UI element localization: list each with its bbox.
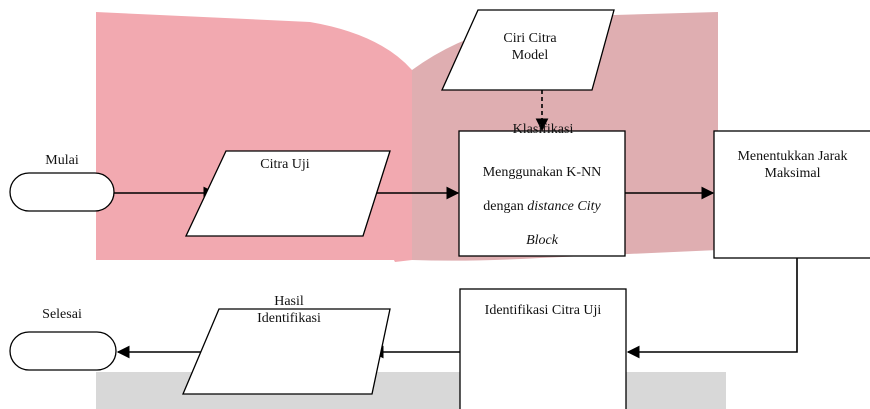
identifikasi-citra-uji-label: Identifikasi Citra Uji xyxy=(484,303,602,318)
knn-line2-italic: distance City xyxy=(527,199,601,214)
terminator-selesai xyxy=(9,331,117,371)
mulai-label: Mulai xyxy=(45,153,79,168)
jarak-maksimal-label: Menentukkan Jarak Maksimal xyxy=(737,149,848,181)
io-hasil-identifikasi xyxy=(182,308,391,395)
citra-uji-label: Citra Uji xyxy=(260,157,310,172)
klasifikasi-label: Klasifikasi xyxy=(512,122,574,137)
knn-line3-italic: Block xyxy=(526,233,558,248)
io-citra-uji xyxy=(184,150,391,237)
knn-process-label: Menggunakan K-NN dengan distance City Bl… xyxy=(459,147,625,249)
arrow-jarak-to-identifikasi xyxy=(626,258,798,359)
io-ciri-citra-model xyxy=(440,9,615,91)
knn-line2-plain: dengan xyxy=(483,199,528,214)
ciri-citra-model-label: Ciri Citra Model xyxy=(503,31,557,63)
selesai-label: Selesai xyxy=(42,307,82,322)
terminator-mulai xyxy=(9,172,115,212)
knn-line1: Menggunakan K-NN xyxy=(482,165,602,180)
hasil-identifikasi-label: Hasil Identifikasi xyxy=(257,294,321,326)
process-jarak-maksimal xyxy=(713,130,870,259)
process-identifikasi-citra-uji xyxy=(459,288,627,409)
process-klasifikasi-knn xyxy=(458,130,626,257)
